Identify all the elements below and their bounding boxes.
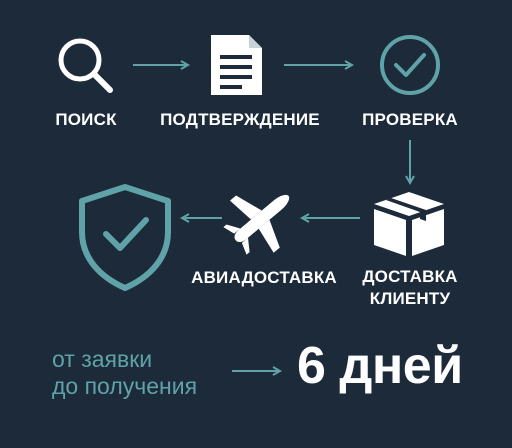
label-check: ПРОВЕРКА: [362, 110, 458, 129]
document-icon: [211, 35, 262, 95]
label-confirmation: ПОДТВЕРЖДЕНИЕ: [160, 110, 320, 129]
shield-check-icon: [79, 184, 171, 291]
summary-result: 6 дней: [297, 337, 463, 395]
summary-line1: от заявки: [52, 346, 153, 372]
summary-caption: от заявки до получения: [52, 346, 197, 400]
search-icon: [58, 38, 113, 93]
summary-line2: до получения: [52, 373, 198, 399]
label-client-delivery: ДОСТАВКА КЛИЕНТУ: [352, 266, 468, 310]
label-air-delivery: АВИАДОСТАВКА: [191, 268, 337, 287]
box-icon: [374, 192, 444, 256]
label-search: ПОИСК: [55, 110, 117, 129]
check-circle-icon: [380, 35, 440, 95]
label-client-delivery-line2: КЛИЕНТУ: [369, 289, 451, 308]
airplane-icon: [223, 194, 290, 255]
label-client-delivery-line1: ДОСТАВКА: [362, 267, 458, 286]
